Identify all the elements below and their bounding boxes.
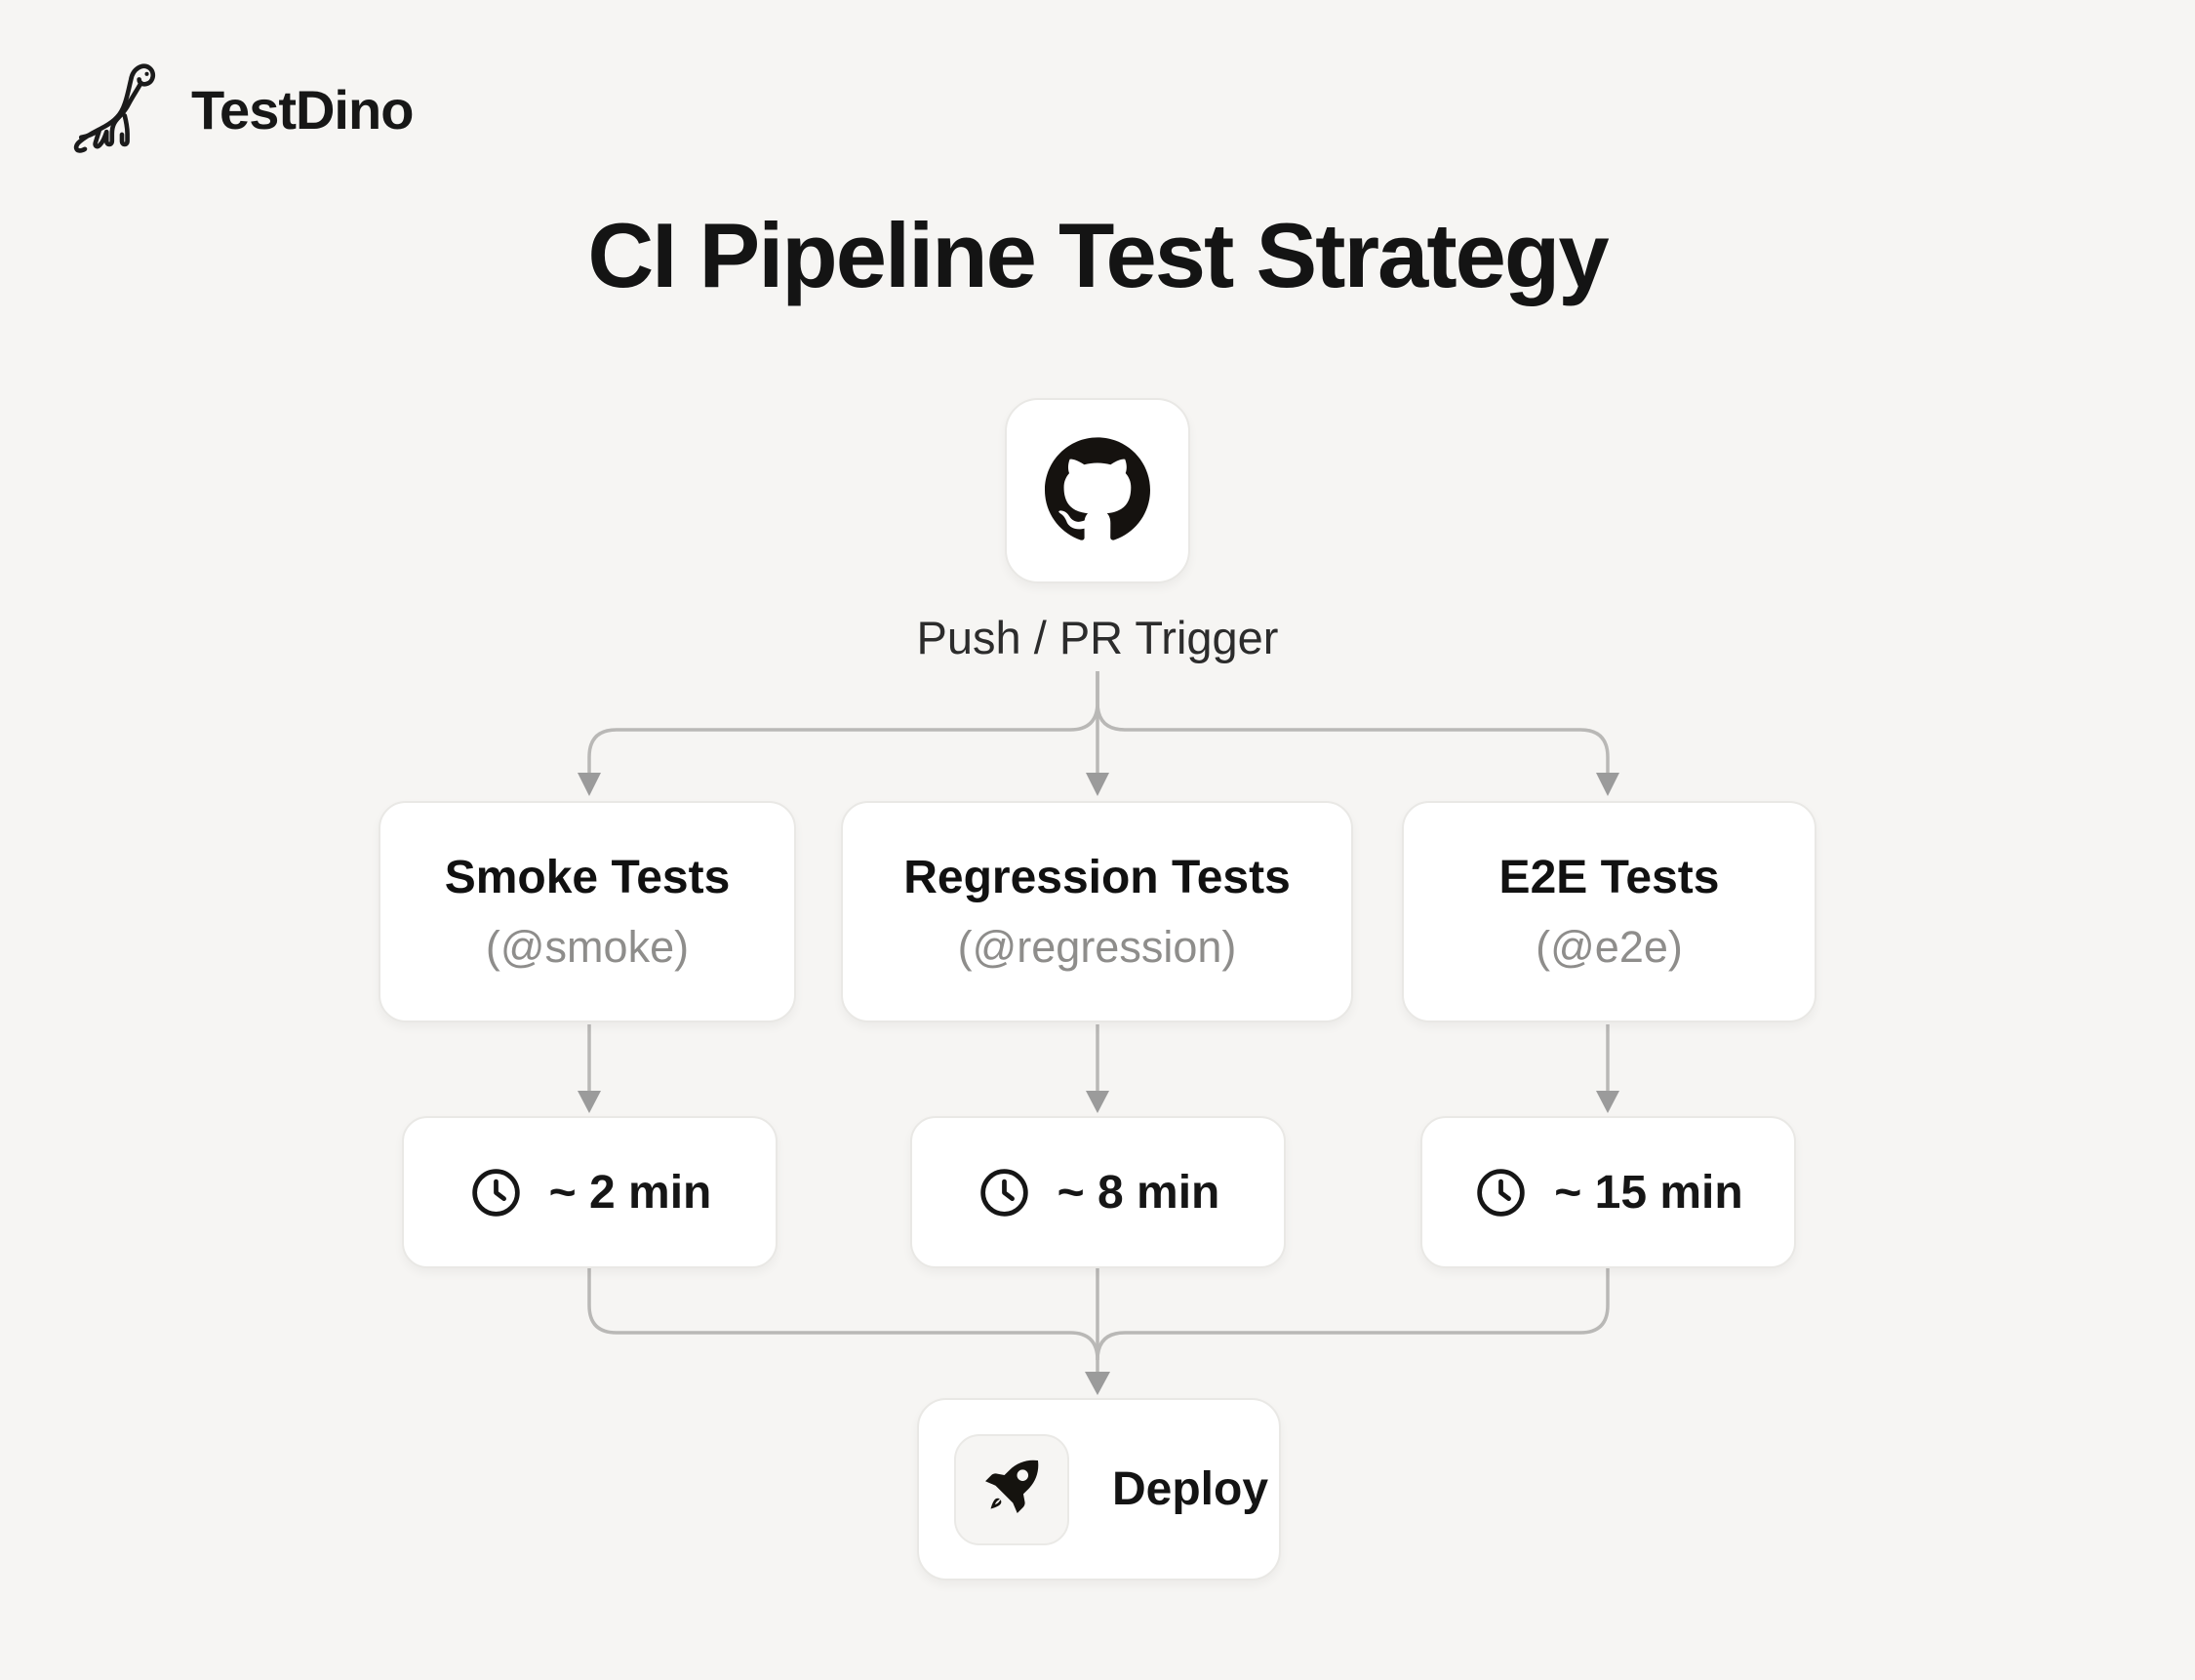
node-card-smoke-tests: Smoke Tests (@smoke): [379, 801, 796, 1022]
clock-icon: [977, 1165, 1032, 1220]
trigger-label: Push / PR Trigger: [916, 612, 1279, 663]
duration-label: ~ 8 min: [1057, 1166, 1220, 1219]
node-tag: (@e2e): [1536, 922, 1683, 972]
duration-label: ~ 15 min: [1554, 1166, 1743, 1219]
duration-label: ~ 2 min: [548, 1166, 712, 1219]
node-title: Regression Tests: [903, 852, 1291, 903]
node-card-regression-tests: Regression Tests (@regression): [841, 801, 1353, 1022]
brand-name: TestDino: [191, 78, 414, 140]
github-icon: [1045, 436, 1150, 546]
duration-card-smoke: ~ 2 min: [402, 1116, 778, 1268]
rocket-icon-tile: [954, 1433, 1069, 1545]
node-title: Smoke Tests: [444, 852, 731, 903]
deploy-card: Deploy: [917, 1398, 1281, 1580]
deploy-label: Deploy: [1112, 1463, 1269, 1515]
node-tag: (@regression): [957, 922, 1237, 972]
trigger-card: [1005, 398, 1190, 583]
page-title: CI Pipeline Test Strategy: [587, 204, 1609, 306]
dinosaur-icon: [72, 59, 172, 160]
testdino-logo: TestDino: [72, 59, 414, 160]
clock-icon: [468, 1165, 524, 1220]
rocket-icon: [979, 1455, 1044, 1524]
node-title: E2E Tests: [1498, 852, 1720, 903]
node-tag: (@smoke): [485, 922, 690, 972]
node-card-e2e-tests: E2E Tests (@e2e): [1402, 801, 1816, 1022]
duration-card-regression: ~ 8 min: [910, 1116, 1286, 1268]
duration-card-e2e: ~ 15 min: [1420, 1116, 1796, 1268]
clock-icon: [1473, 1165, 1529, 1220]
